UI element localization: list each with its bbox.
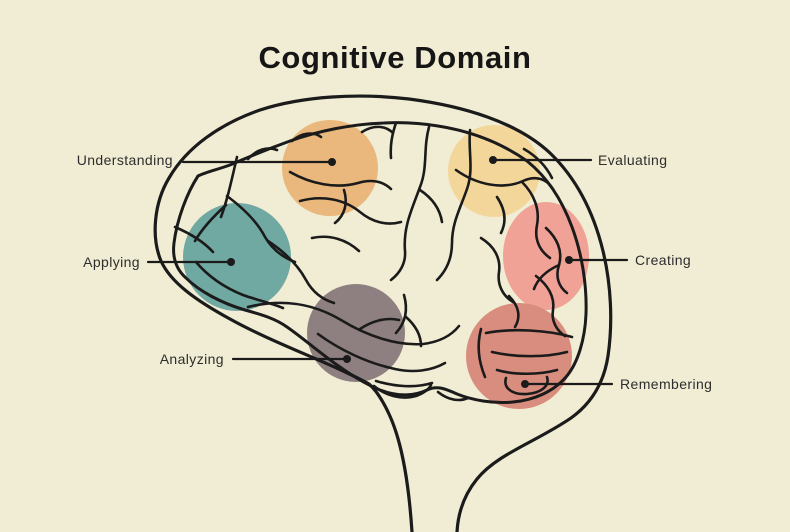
pointer-dots — [227, 156, 573, 388]
creating-dot — [565, 256, 573, 264]
page-title: Cognitive Domain — [258, 40, 532, 75]
label-applying: Applying — [83, 254, 140, 270]
applying-region — [183, 203, 291, 311]
label-understanding: Understanding — [76, 152, 173, 168]
label-remembering: Remembering — [620, 376, 713, 392]
label-evaluating: Evaluating — [598, 152, 668, 168]
analyzing-dot — [343, 355, 351, 363]
applying-dot — [227, 258, 235, 266]
pointer-lines — [146, 158, 629, 386]
brain-line-art — [146, 94, 629, 532]
evaluating-dot — [489, 156, 497, 164]
understanding-region — [282, 120, 378, 216]
understanding-dot — [328, 158, 336, 166]
label-analyzing: Analyzing — [159, 351, 224, 367]
brain-outline — [172, 121, 588, 404]
remembering-dot — [521, 380, 529, 388]
analyzing-region — [307, 284, 405, 382]
brain-sulci — [173, 121, 574, 402]
label-creating: Creating — [635, 252, 692, 268]
